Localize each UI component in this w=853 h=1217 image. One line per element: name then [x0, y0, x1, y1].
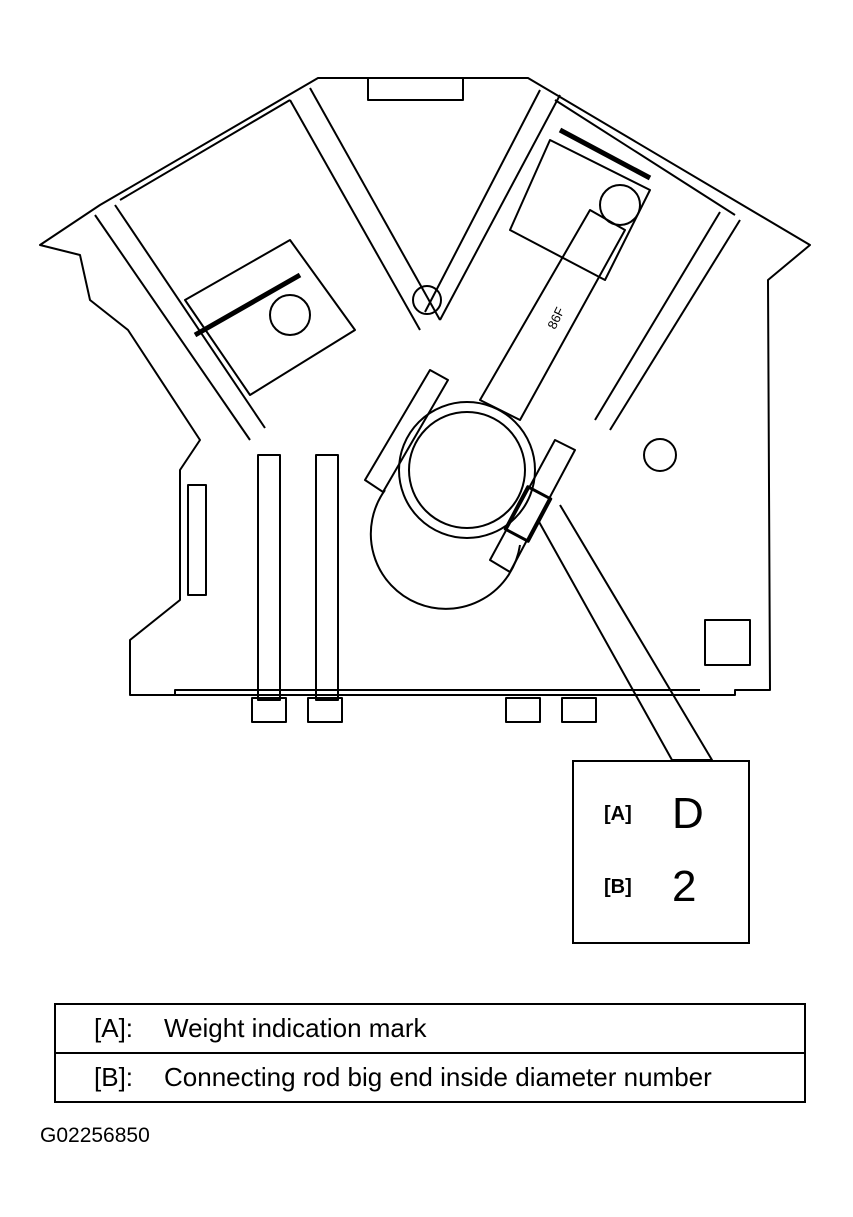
rod-cap-bolt-left	[364, 369, 449, 493]
callout-row-a: [A] D	[604, 792, 704, 836]
legend-row-a: [A]: Weight indication mark	[56, 1005, 804, 1052]
valley-oil-gallery	[412, 285, 442, 315]
main-bearing-bolt-1	[257, 454, 281, 701]
legend-key: [B]:	[94, 1062, 134, 1092]
legend-text: Connecting rod big end inside diameter n…	[164, 1062, 712, 1092]
right-bank-wall-4	[424, 89, 541, 313]
callout-key-a: [A]	[604, 802, 632, 825]
right-piston-pin	[599, 184, 641, 226]
right-bank-wall	[609, 219, 741, 431]
right-oil-gallery	[643, 438, 677, 472]
right-bore-top	[554, 99, 736, 216]
left-piston-pin	[269, 294, 311, 336]
rod-big-end-outer	[398, 401, 536, 539]
legend-key: [A]:	[94, 1013, 134, 1043]
block-outline	[39, 77, 811, 696]
bolt-head-2	[307, 697, 343, 723]
diameter-number-value: 2	[672, 862, 697, 911]
engine-block-drawing: 86F	[39, 77, 811, 761]
weight-mark-value: D	[672, 789, 704, 838]
callout-box: [A] D [B] 2	[572, 760, 750, 944]
right-bank-wall-2	[594, 211, 721, 421]
left-bank-wall	[94, 214, 251, 441]
left-bore-top	[119, 99, 291, 201]
connecting-rod-beam	[479, 209, 626, 421]
left-piston-rings	[193, 272, 302, 338]
legend-table: [A]: Weight indication mark [B]: Connect…	[54, 1003, 806, 1103]
valley-cap	[367, 77, 464, 101]
callout-row-b: [B] 2	[604, 865, 696, 909]
main-bearing-bolt-2	[315, 454, 339, 701]
figure-id: G02256850	[40, 1124, 150, 1147]
svg-text:86F: 86F	[544, 305, 567, 332]
crankcase-bottom	[174, 689, 700, 695]
callout-key-b: [B]	[604, 875, 632, 898]
left-bank-wall-4	[309, 87, 441, 321]
right-piston	[509, 139, 651, 281]
right-bracket	[704, 619, 751, 666]
oil-pan-stud	[187, 484, 207, 596]
right-piston-rings	[558, 127, 652, 181]
bolt-head-3	[505, 697, 541, 723]
rod-stamp: 86F	[544, 305, 567, 332]
legend-row-b: [B]: Connecting rod big end inside diame…	[56, 1052, 804, 1101]
bolt-head-1	[251, 697, 287, 723]
rod-big-end	[408, 411, 526, 529]
rod-cap-bolt-right	[489, 439, 576, 573]
legend-text: Weight indication mark	[164, 1013, 427, 1043]
rod-cap-marking-area	[503, 485, 553, 543]
left-bank-wall-3	[289, 99, 421, 331]
crank-throw	[369, 489, 521, 610]
bolt-head-4	[561, 697, 597, 723]
left-bank-wall-2	[114, 204, 266, 429]
right-bank-wall-3	[439, 94, 561, 321]
left-piston	[184, 239, 356, 396]
